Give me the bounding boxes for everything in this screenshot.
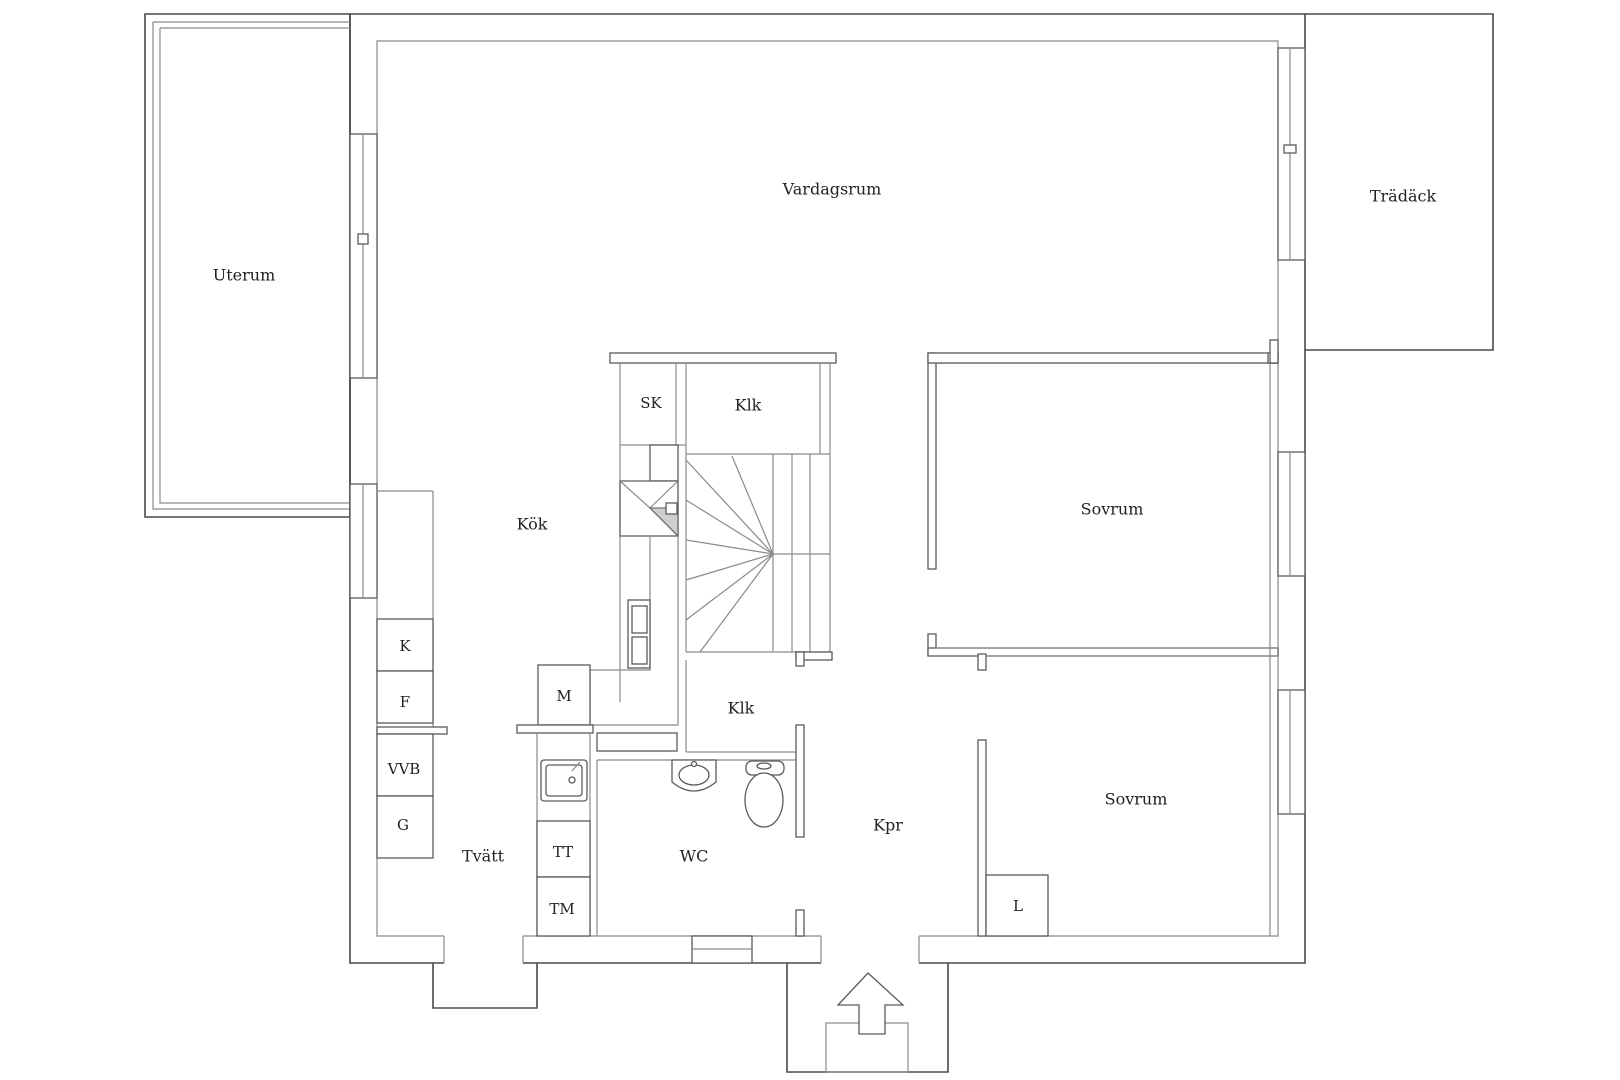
appliance-label-m: M	[556, 687, 571, 705]
appliance-label-g: G	[397, 816, 409, 834]
room-label-sk: SK	[640, 394, 662, 412]
interior-walls	[376, 339, 1279, 937]
bottom-openings	[432, 934, 949, 1073]
windows	[349, 47, 1306, 964]
appliance-label-tt: TT	[553, 843, 573, 861]
room-label-tvatt: Tvätt	[462, 847, 505, 866]
appliance-labels: K F M VVB G TT TM	[387, 637, 575, 918]
room-label-tradack: Trädäck	[1370, 187, 1437, 206]
exterior-walls	[349, 13, 1306, 964]
room-labels: Uterum Vardagsrum Trädäck Kök SK Klk Klk…	[213, 180, 1437, 916]
tradack-structure	[1305, 13, 1494, 351]
room-label-l: L	[1013, 897, 1023, 915]
appliance-label-tm: TM	[549, 900, 574, 918]
room-label-kpr: Kpr	[873, 816, 903, 835]
room-label-sovrum-upper: Sovrum	[1081, 500, 1144, 519]
appliance-label-f: F	[400, 693, 410, 711]
room-label-wc: WC	[680, 847, 709, 866]
room-label-klk-lower: Klk	[728, 699, 755, 718]
room-label-kok: Kök	[517, 515, 548, 534]
appliance-label-k: K	[399, 637, 411, 655]
appliance-label-vvb: VVB	[387, 760, 421, 778]
entrance-arrow-icon	[836, 972, 905, 1035]
room-label-klk-upper: Klk	[735, 396, 762, 415]
room-label-uterum: Uterum	[213, 266, 276, 285]
room-label-sovrum-lower: Sovrum	[1105, 790, 1168, 809]
room-label-vardagsrum: Vardagsrum	[782, 180, 882, 199]
